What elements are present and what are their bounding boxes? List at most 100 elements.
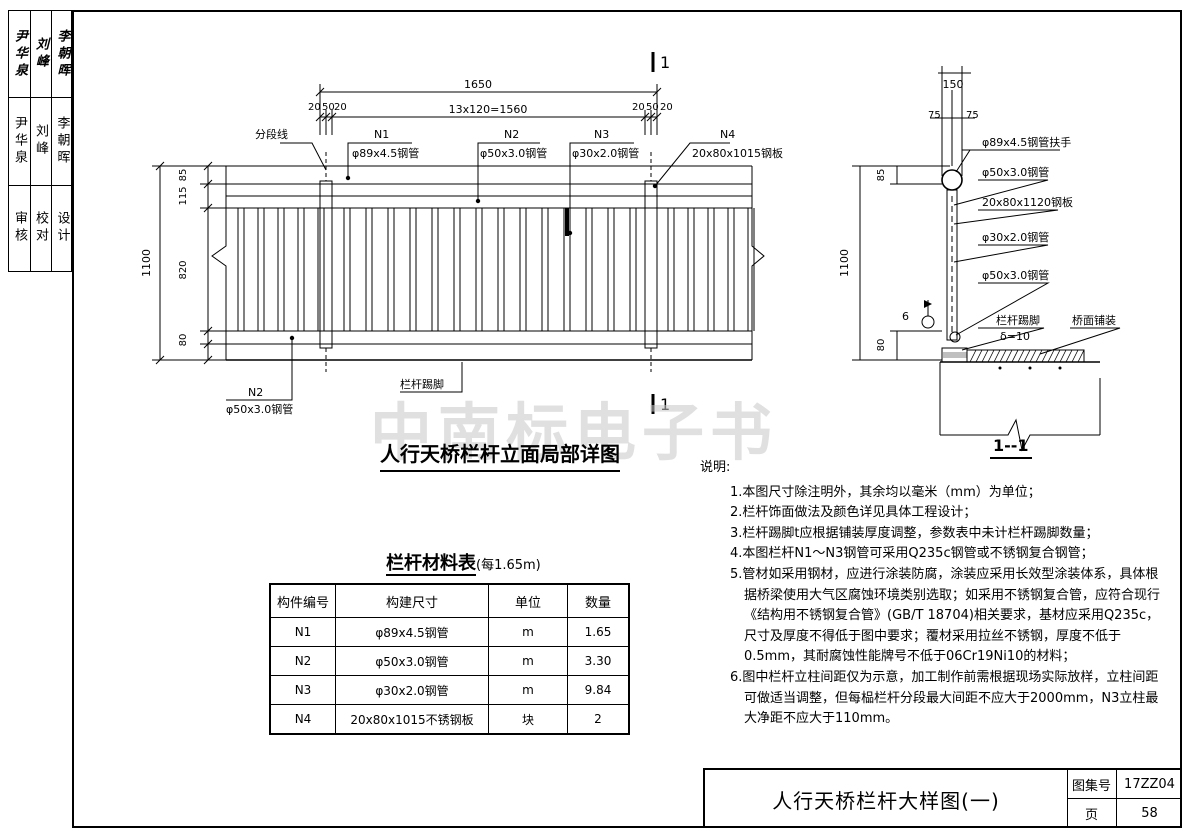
table-cell: m	[488, 646, 568, 676]
paving-hatch	[1041, 349, 1049, 363]
paving-hatch	[1017, 349, 1025, 363]
col-header: 构建尺寸	[335, 583, 489, 618]
note-item: 5.管材如采用钢材，应进行涂装防腐，涂装应采用长效型涂装体系，具体根据桥梁使用大…	[730, 566, 1161, 665]
col-header: 数量	[567, 583, 630, 618]
dim-right-50: 50	[646, 102, 659, 113]
paving-hatch	[1047, 349, 1055, 363]
note-item: 6.图中栏杆立柱间距仅为示意，加工制作前需根据现场实际放样，立柱间距可做适当调整…	[730, 669, 1159, 727]
table-cell: N3	[269, 675, 336, 705]
sec-pipe50b: φ50x3.0钢管	[982, 268, 1049, 282]
paving-hatch	[1059, 349, 1067, 363]
table-cell: φ89x4.5钢管	[335, 617, 489, 647]
table-cell: m	[488, 617, 568, 647]
role-review: 审核	[9, 185, 31, 271]
notes: 说明: 1.本图尺寸除注明外，其余均以毫米（mm）为单位； 2.栏杆饰面做法及颜…	[700, 458, 1160, 730]
page-label: 页	[1067, 799, 1117, 828]
title-block: 人行天桥栏杆大样图(一) 图集号 17ZZ04 页 58	[703, 768, 1182, 828]
paving-hatch	[999, 349, 1007, 363]
n4-spec: 20x80x1015钢板	[692, 146, 783, 160]
sec-kick: 栏杆踢脚	[996, 313, 1040, 327]
materials-title: 栏杆材料表(每1.65m)	[386, 549, 541, 576]
signature-check: 刘峰	[30, 11, 52, 97]
n3-spec: φ30x2.0钢管	[572, 146, 639, 160]
section-mark-top: 1	[660, 53, 670, 72]
dim-spacing: 13x120=1560	[449, 103, 528, 116]
atlas-number: 17ZZ04	[1117, 770, 1182, 799]
paving-hatch	[981, 349, 989, 363]
sec-pipe50a: φ50x3.0钢管	[982, 165, 1049, 179]
table-cell: 3.30	[567, 646, 630, 676]
notes-title: 说明:	[700, 460, 731, 475]
materials-table: 构件编号 构建尺寸 单位 数量 N1 φ89x4.5钢管 m 1.65 N2 φ…	[269, 583, 630, 735]
elevation-title: 人行天桥栏杆立面局部详图	[380, 438, 620, 472]
n2-label: N2	[504, 128, 519, 141]
paving-hatch	[969, 349, 977, 363]
signature-review: 李朝晖	[54, 28, 70, 80]
table-cell: N4	[269, 704, 336, 735]
sec-dim-75a: 75	[928, 110, 941, 121]
table-cell: φ30x2.0钢管	[335, 675, 489, 705]
sec-handrail: φ89x4.5钢管扶手	[982, 135, 1071, 149]
paving-hatch	[1035, 349, 1043, 363]
sec-dim-85: 85	[876, 169, 887, 182]
paving-hatch	[1065, 349, 1073, 363]
table-cell: 2	[567, 704, 630, 735]
dim-right-20b: 20	[660, 102, 673, 113]
n2-spec: φ50x3.0钢管	[480, 146, 547, 160]
paving-hatch	[1077, 349, 1085, 363]
table-cell: 9.84	[567, 675, 630, 705]
sec-paving: 桥面铺装	[1072, 314, 1116, 327]
paving-hatch	[987, 349, 995, 363]
note-item: 4.本图栏杆N1～N3钢管可采用Q235c钢管或不锈钢复合钢管；	[730, 546, 1094, 562]
approval-sidebar: 尹华泉 刘峰 李朝晖 尹华泉 刘峰 李朝晖 审核 校对 设计	[8, 10, 72, 272]
name-check: 刘峰	[30, 97, 52, 185]
dim-left-20b: 20	[334, 102, 347, 113]
table-row: N4 20x80x1015不锈钢板 块 2	[269, 704, 630, 735]
page-number: 58	[1141, 806, 1158, 821]
segment-line-label: 分段线	[255, 127, 288, 141]
materials-title-text: 栏杆材料表	[386, 553, 476, 576]
drawing-frame	[72, 10, 1182, 828]
paving-hatch	[1053, 349, 1061, 363]
sec-dim-80: 80	[876, 339, 887, 352]
atlas-label: 图集号	[1067, 770, 1117, 799]
note-item: 2.栏杆饰面做法及颜色详见具体工程设计；	[730, 505, 977, 521]
materials-subtitle: (每1.65m)	[476, 558, 541, 573]
table-cell: 1.65	[567, 617, 630, 647]
n4-label: N4	[720, 128, 735, 141]
dim-left-50: 50	[322, 102, 335, 113]
dim-right-20a: 20	[632, 102, 645, 113]
sec-dim-150: 150	[943, 78, 964, 91]
role-design: 设计	[54, 211, 70, 245]
table-cell: 块	[488, 704, 568, 735]
drawing-title: 人行天桥栏杆大样图(一)	[705, 770, 1068, 828]
paving-hatch	[1005, 349, 1013, 363]
table-header-row: 构件编号 构建尺寸 单位 数量	[269, 583, 630, 618]
dim-820: 820	[178, 260, 189, 279]
note-item: 1.本图尺寸除注明外，其余均以毫米（mm）为单位；	[730, 484, 1041, 500]
table-cell: N2	[269, 646, 336, 676]
col-header: 单位	[488, 583, 568, 618]
dim-1100: 1100	[140, 249, 153, 277]
name-review: 李朝晖	[54, 115, 70, 167]
sec-t-mark: 6	[902, 310, 909, 323]
table-row: N3 φ30x2.0钢管 m 9.84	[269, 675, 630, 705]
dim-115: 115	[178, 186, 189, 205]
dim-80: 80	[178, 334, 189, 347]
sec-dim-75b: 75	[966, 110, 979, 121]
sec-plate: 20x80x1120钢板	[982, 195, 1073, 209]
kick-label: 栏杆踢脚	[400, 377, 444, 391]
paving-hatch	[975, 349, 983, 363]
section-title: 1--1	[990, 436, 1032, 459]
table-cell: 20x80x1015不锈钢板	[335, 704, 489, 735]
note-item: 3.栏杆踢脚t应根据铺装厚度调整，参数表中未计栏杆踢脚数量；	[730, 525, 1099, 541]
dim-total: 1650	[464, 78, 492, 91]
col-header: 构件编号	[269, 583, 336, 618]
section-mark-bottom: 1	[660, 395, 670, 414]
signature-design: 尹华泉	[9, 11, 31, 97]
paving-hatch	[1011, 349, 1019, 363]
n2-bottom-label: N2	[248, 386, 263, 399]
sec-pipe30: φ30x2.0钢管	[982, 230, 1049, 244]
dim-85: 85	[178, 169, 189, 182]
